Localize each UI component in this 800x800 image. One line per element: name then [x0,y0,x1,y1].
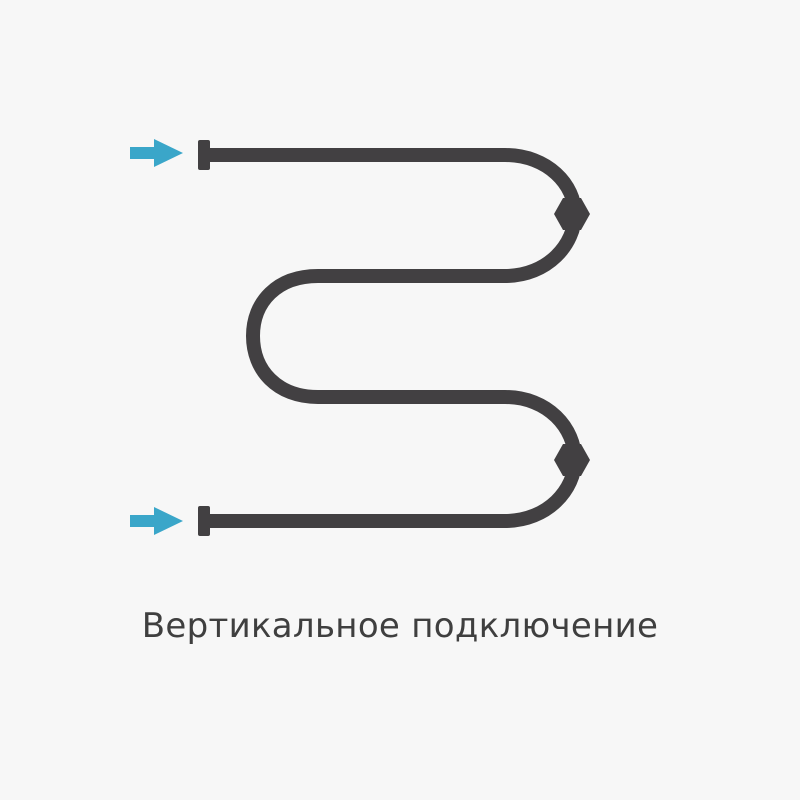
lower-joint-fitting [554,444,590,476]
towel-rail-pipe [206,148,582,528]
diagram-caption: Вертикальное подключение [141,606,659,646]
top-pipe-end-cap [198,140,210,170]
top-inlet-arrow-icon [130,139,183,167]
upper-joint-fitting [554,198,590,230]
bottom-inlet-arrow-icon [130,507,183,535]
bottom-pipe-end-cap [198,506,210,536]
